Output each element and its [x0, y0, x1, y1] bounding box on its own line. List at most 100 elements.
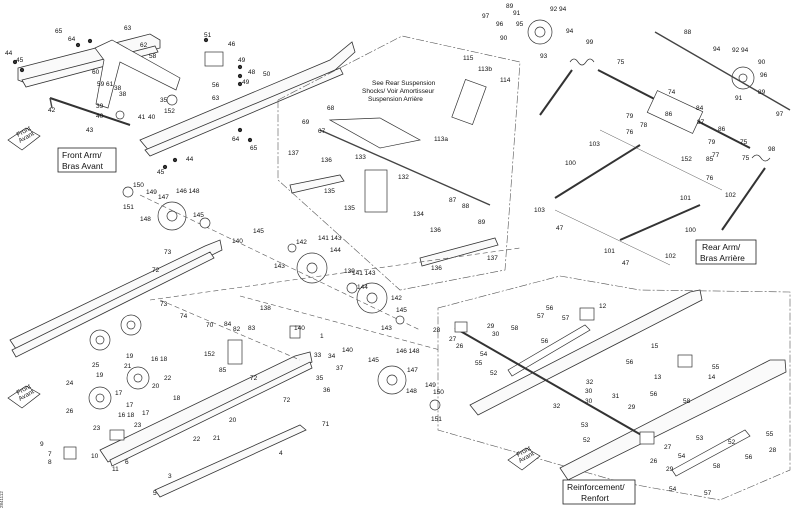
callout: 140 [342, 347, 353, 354]
callout: 40 [96, 113, 104, 120]
lower-left-group: 74 70 84 82 83 152 85 140 1 33 34 37 36 … [40, 295, 444, 498]
callout: 90 [500, 35, 508, 42]
callout: 83 [248, 325, 256, 332]
callout: 44 [5, 50, 13, 57]
callout: 56 [650, 391, 658, 398]
note-line-2: Shocks/ Voir Amortisseur [362, 88, 435, 95]
callout: 139 [344, 268, 355, 275]
callout: 62 [140, 42, 148, 49]
callout: 137 [288, 150, 299, 157]
lower-block [289, 325, 301, 339]
callout: 82 [233, 326, 241, 333]
callout: 56 [546, 305, 554, 312]
lower-axis-2 [239, 295, 441, 351]
diagram-id: 2841112 [0, 491, 4, 508]
middle-axis [139, 194, 421, 331]
callout: 7 [48, 451, 52, 458]
callout: 14 [708, 374, 716, 381]
callout: 15 [651, 343, 659, 350]
callout: 49 [242, 79, 250, 86]
callout: 21 [213, 435, 221, 442]
lower-left-callouts: 74 70 84 82 83 152 85 140 1 33 34 37 36 … [40, 301, 344, 497]
callout: 64 [232, 136, 240, 143]
callout: 47 [622, 260, 630, 267]
spacer-150 [122, 186, 134, 198]
middle-wheel-1-hub [95, 335, 105, 345]
lower-slide [154, 424, 307, 498]
torsion-spring-right [751, 154, 771, 162]
callout: 16 18 [118, 412, 135, 419]
callout: 74 [180, 313, 188, 320]
callout: 35 [316, 375, 324, 382]
callout: 26 [66, 408, 74, 415]
lower-wheel-far-hub [95, 393, 105, 403]
callout: 136 [321, 157, 332, 164]
callout: 46 [228, 41, 236, 48]
callout: 133 [355, 154, 366, 161]
callout: 28 [769, 447, 777, 454]
callout: 94 [566, 28, 574, 35]
callout: 114 [500, 77, 511, 84]
callout: 146 148 [396, 348, 420, 355]
callout: 135 [324, 188, 335, 195]
callout: 57 [562, 315, 570, 322]
callout: 20 [229, 417, 237, 424]
rear-arm-label: Rear Arm/ [702, 242, 741, 252]
idler-wheel-right-hub [366, 292, 378, 304]
callout: 40 [148, 114, 156, 121]
callout: 38 [119, 91, 127, 98]
rear-arm-body [646, 90, 704, 134]
callout: 10 [91, 453, 99, 460]
callout: 77 [712, 152, 720, 159]
callout: 142 [296, 239, 307, 246]
lower-block-9 [109, 429, 125, 441]
spacer-145 [199, 217, 211, 229]
reinforcement-group: 28 27 26 55 29 54 52 30 58 56 57 12 57 1… [433, 275, 791, 505]
inset-shaft [319, 129, 491, 206]
callout: 70 [206, 322, 214, 329]
lower-idler-wheel-hub [386, 374, 398, 386]
rear-leader-1 [599, 129, 723, 191]
callout: 86 [665, 111, 673, 118]
callout: 54 [669, 486, 677, 493]
inset-arm [328, 117, 422, 149]
callout: 151 [123, 204, 134, 211]
callout: 30 [492, 331, 500, 338]
callout: 27 [449, 336, 457, 343]
rear-shock-callouts: 115 113b 114 113a 68 67 69 137 136 133 1… [288, 55, 511, 272]
callout: 19 [96, 372, 104, 379]
callout: 143 [274, 263, 285, 270]
callout: 29 [487, 323, 495, 330]
callout: 149 [425, 382, 436, 389]
lower-bracket [227, 339, 243, 365]
callout: 47 [556, 225, 564, 232]
rear-arm-label-box [695, 239, 757, 265]
front-right-rail-slide [144, 67, 344, 157]
callout: 5 [153, 490, 157, 497]
spacer-142 [287, 243, 297, 253]
callout: 141 143 [318, 235, 342, 242]
callout: 52 [728, 439, 736, 446]
callout: 96 [760, 72, 768, 79]
callout: 76 [706, 175, 714, 182]
callout: 102 [665, 253, 676, 260]
rear-arm-label-fr: Bras Arrière [700, 253, 745, 263]
callout: 92 94 [550, 6, 567, 13]
callout: 101 [604, 248, 615, 255]
callout: 35 [160, 97, 168, 104]
callout: 72 [152, 267, 160, 274]
front-marker-3: Front Avant [507, 445, 541, 471]
wheels-lower-callouts: 140 146 148 145 147 148 149 150 151 [342, 347, 444, 423]
callout: 71 [322, 421, 330, 428]
callout: 143 [381, 325, 392, 332]
callout: 21 [124, 363, 132, 370]
reinforcement-bushing-2 [639, 431, 655, 445]
front-arm-label: Front Arm/ [62, 150, 102, 160]
callout: 58 [149, 53, 157, 60]
shock-absorber-top [451, 78, 487, 126]
middle-rail-slide [11, 251, 215, 358]
callout: 1 [320, 333, 324, 340]
middle-axis-2 [149, 247, 521, 301]
callout: 99 [586, 39, 594, 46]
reinforcement-outline [437, 275, 791, 501]
